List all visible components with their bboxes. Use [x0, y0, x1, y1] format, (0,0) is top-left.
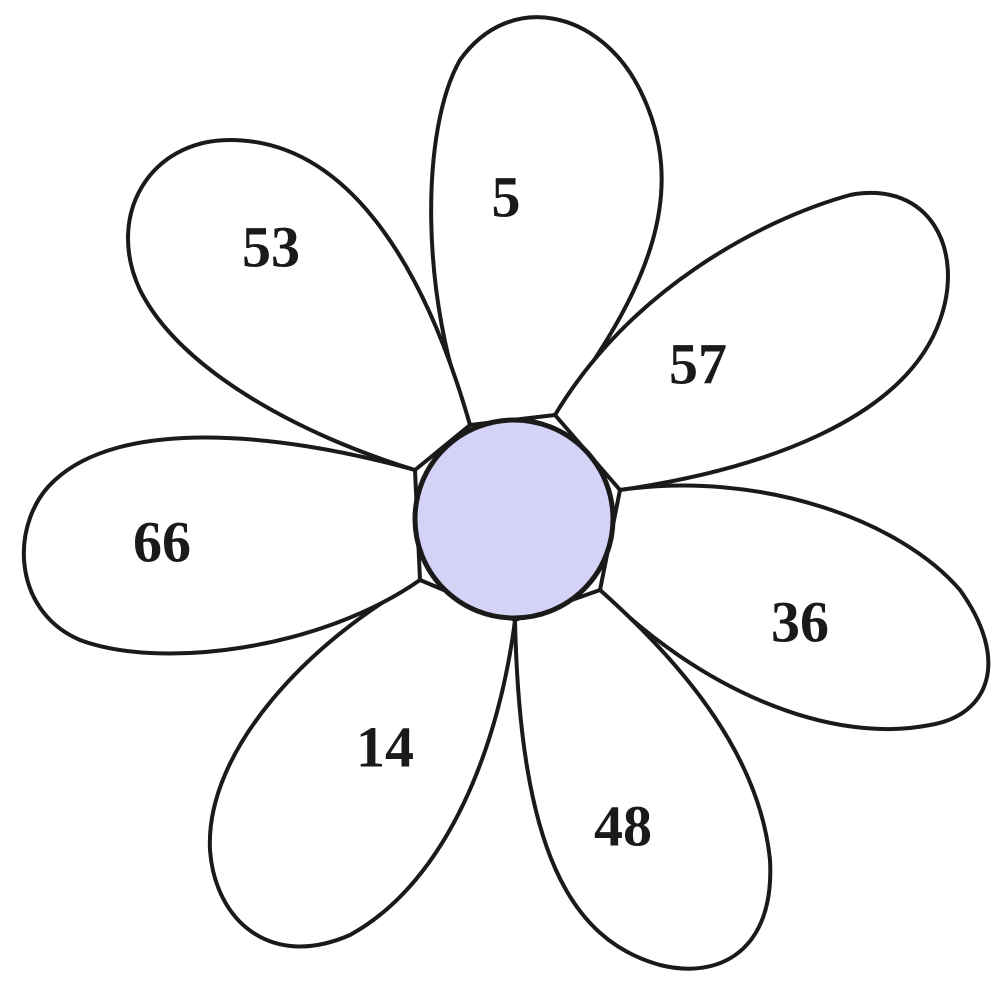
petal-number-bottom-right: 48 [594, 793, 652, 858]
petal-number-lower-right: 36 [771, 589, 829, 654]
petal-upper-left [128, 140, 470, 470]
petal-number-top: 5 [492, 164, 521, 229]
petal-number-upper-left: 53 [242, 214, 300, 279]
petal-number-upper-right: 57 [669, 331, 727, 396]
flower-center [415, 420, 613, 618]
petal-number-bottom-left: 14 [356, 714, 414, 779]
petal-number-left: 66 [133, 509, 191, 574]
